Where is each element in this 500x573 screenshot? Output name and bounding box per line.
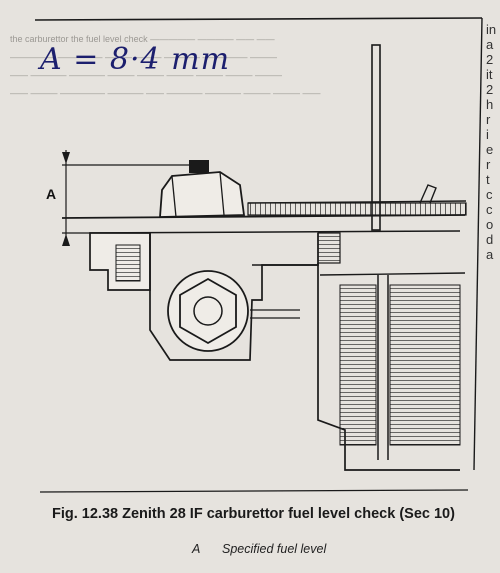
margin-fragment: c	[486, 187, 493, 202]
margin-fragment: h	[486, 97, 494, 112]
margin-fragment: r	[486, 157, 491, 172]
dimension-arrow-top	[62, 152, 70, 164]
gasket	[247, 202, 467, 216]
figure-bottom-border	[39, 489, 469, 493]
margin-fragment: 2	[486, 82, 494, 97]
margin-fragment: e	[486, 142, 494, 157]
margin-fragment: in	[486, 22, 497, 37]
margin-fragment: i	[486, 127, 489, 142]
dimension-label: A	[46, 186, 57, 202]
margin-fragment: r	[486, 112, 491, 127]
margin-fragment: a	[486, 37, 494, 52]
right-margin-text: in a 2 it 2 h r i e r t c c o d a	[486, 22, 500, 262]
gasket-tab	[419, 184, 437, 204]
jet-passage	[317, 232, 341, 264]
margin-fragment: d	[486, 232, 494, 247]
legend-key: A	[192, 542, 201, 556]
measuring-rod	[371, 44, 381, 231]
figure-top-border	[34, 17, 483, 21]
margin-fragment: 2	[486, 52, 494, 67]
margin-fragment: a	[486, 247, 494, 262]
legend-text: Specified fuel level	[222, 542, 327, 556]
bleed-through-text: the carburettor the fuel level check ———…	[10, 34, 321, 98]
handwritten-annotation: A = 8·4 mm	[40, 42, 231, 77]
margin-fragment: it	[486, 67, 493, 82]
figure-caption: Fig. 12.38 Zenith 28 IF carburettor fuel…	[52, 506, 455, 522]
margin-fragment: t	[486, 172, 490, 187]
margin-fragment: o	[486, 217, 494, 232]
figure-right-border	[473, 17, 483, 471]
margin-fragment: c	[486, 202, 493, 217]
dimension-arrow-bottom	[62, 234, 70, 246]
